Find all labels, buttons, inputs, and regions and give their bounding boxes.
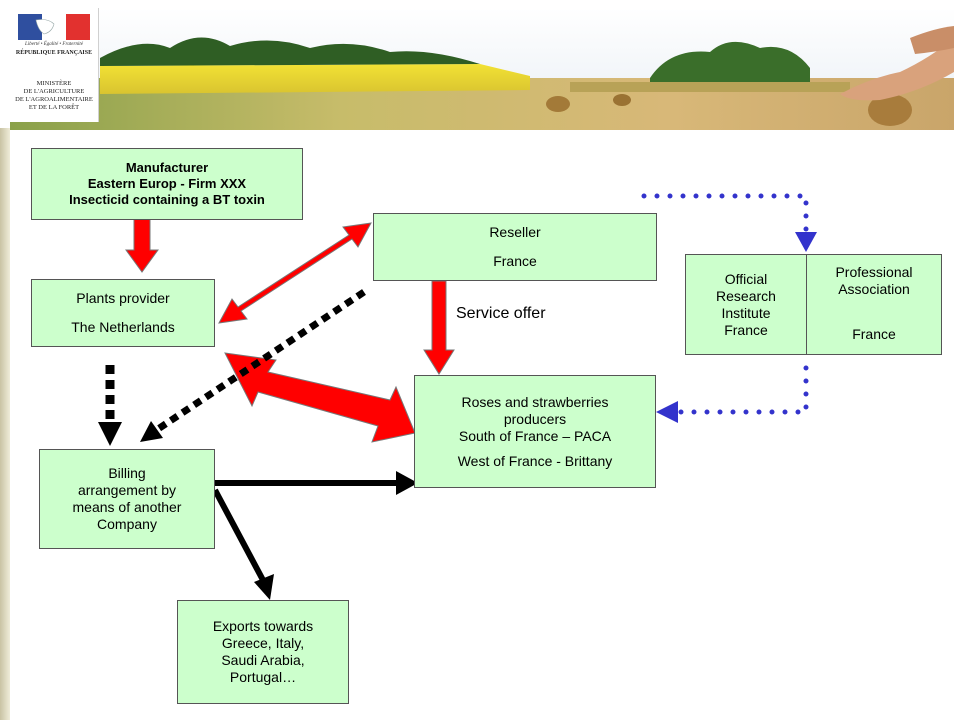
label-service-offer: Service offer [456,305,546,322]
arrow-blue-to-research-head [795,232,817,252]
reseller-title: Reseller [489,224,541,240]
ministry-line-1: MINISTÈRE [36,80,72,87]
node-plants-provider: Plants provider The Netherlands [31,279,215,347]
research-line-4: France [724,321,768,338]
billing-line-2: arrangement by [77,482,177,498]
node-manufacturer: Manufacturer Eastern Europ - Firm XXX In… [31,148,303,220]
arrow-plants-to-billing-head [98,422,122,446]
arrow-manufacturer-to-plants [125,218,159,273]
producers-line-2: producers [503,410,567,427]
node-reseller: Reseller France [373,213,657,281]
landscape-banner [10,8,954,130]
plants-provider-country: The Netherlands [71,319,175,335]
ministry-logo: Liberté • Égalité • Fraternité RÉPUBLIQU… [10,8,99,122]
manufacturer-title: Manufacturer [125,160,209,175]
exports-line-4: Portugal… [229,669,297,685]
manufacturer-product: Insecticid containing a BT toxin [69,192,265,207]
arrow-billing-to-exports-head [254,574,274,600]
producers-line-3: South of France – PACA [458,427,612,444]
producers-line-1: Roses and strawberries [461,393,609,410]
node-official-research: Official Research Institute France [685,254,807,355]
billing-line-4: Company [97,516,157,532]
research-line-1: Official [724,270,768,287]
association-line-3: France [852,326,896,342]
ministry-line-3: DE L'AGROALIMENTAIRE [15,96,93,103]
arrow-reseller-to-billing-head [140,421,163,442]
top-margin [0,0,954,8]
republic-name: RÉPUBLIQUE FRANÇAISE [15,50,93,56]
arrow-billing-to-producers-head [396,471,418,495]
arrow-blue-to-producers-head [656,401,678,423]
billing-line-1: Billing [108,465,146,481]
exports-line-2: Greece, Italy, [221,635,305,651]
exports-line-1: Exports towards [212,618,314,634]
node-billing: Billing arrangement by means of another … [39,449,215,549]
association-line-2: Association [838,281,910,297]
arrow-blue-to-producers [677,365,809,415]
arrow-blue-to-research [641,193,809,233]
ministry-name: MINISTÈRE DE L'AGRICULTURE DE L'AGROALIM… [10,80,98,112]
node-professional-association: Professional Association France [806,254,942,355]
arrow-plants-reseller [218,222,372,324]
association-line-1: Professional [835,264,913,280]
research-line-3: Institute [721,304,771,321]
manufacturer-origin: Eastern Europ - Firm XXX [87,176,247,191]
ministry-line-4: ET DE LA FORÊT [28,104,80,111]
producers-line-4: West of France - Brittany [457,452,613,469]
arrow-reseller-to-producers [423,280,455,375]
billing-line-3: means of another [72,499,182,515]
research-line-2: Research [716,287,776,304]
arrow-billing-to-exports [212,488,267,584]
ministry-line-2: DE L'AGRICULTURE [23,88,85,95]
marianne-flag-icon [18,14,90,40]
node-exports: Exports towards Greece, Italy, Saudi Ara… [177,600,349,704]
node-producers: Roses and strawberries producers South o… [414,375,656,488]
reseller-country: France [493,253,537,269]
exports-line-3: Saudi Arabia, [221,652,305,668]
republic-motto: Liberté • Égalité • Fraternité [25,42,83,47]
left-decor-bar [0,128,10,720]
plants-provider-title: Plants provider [76,290,170,306]
